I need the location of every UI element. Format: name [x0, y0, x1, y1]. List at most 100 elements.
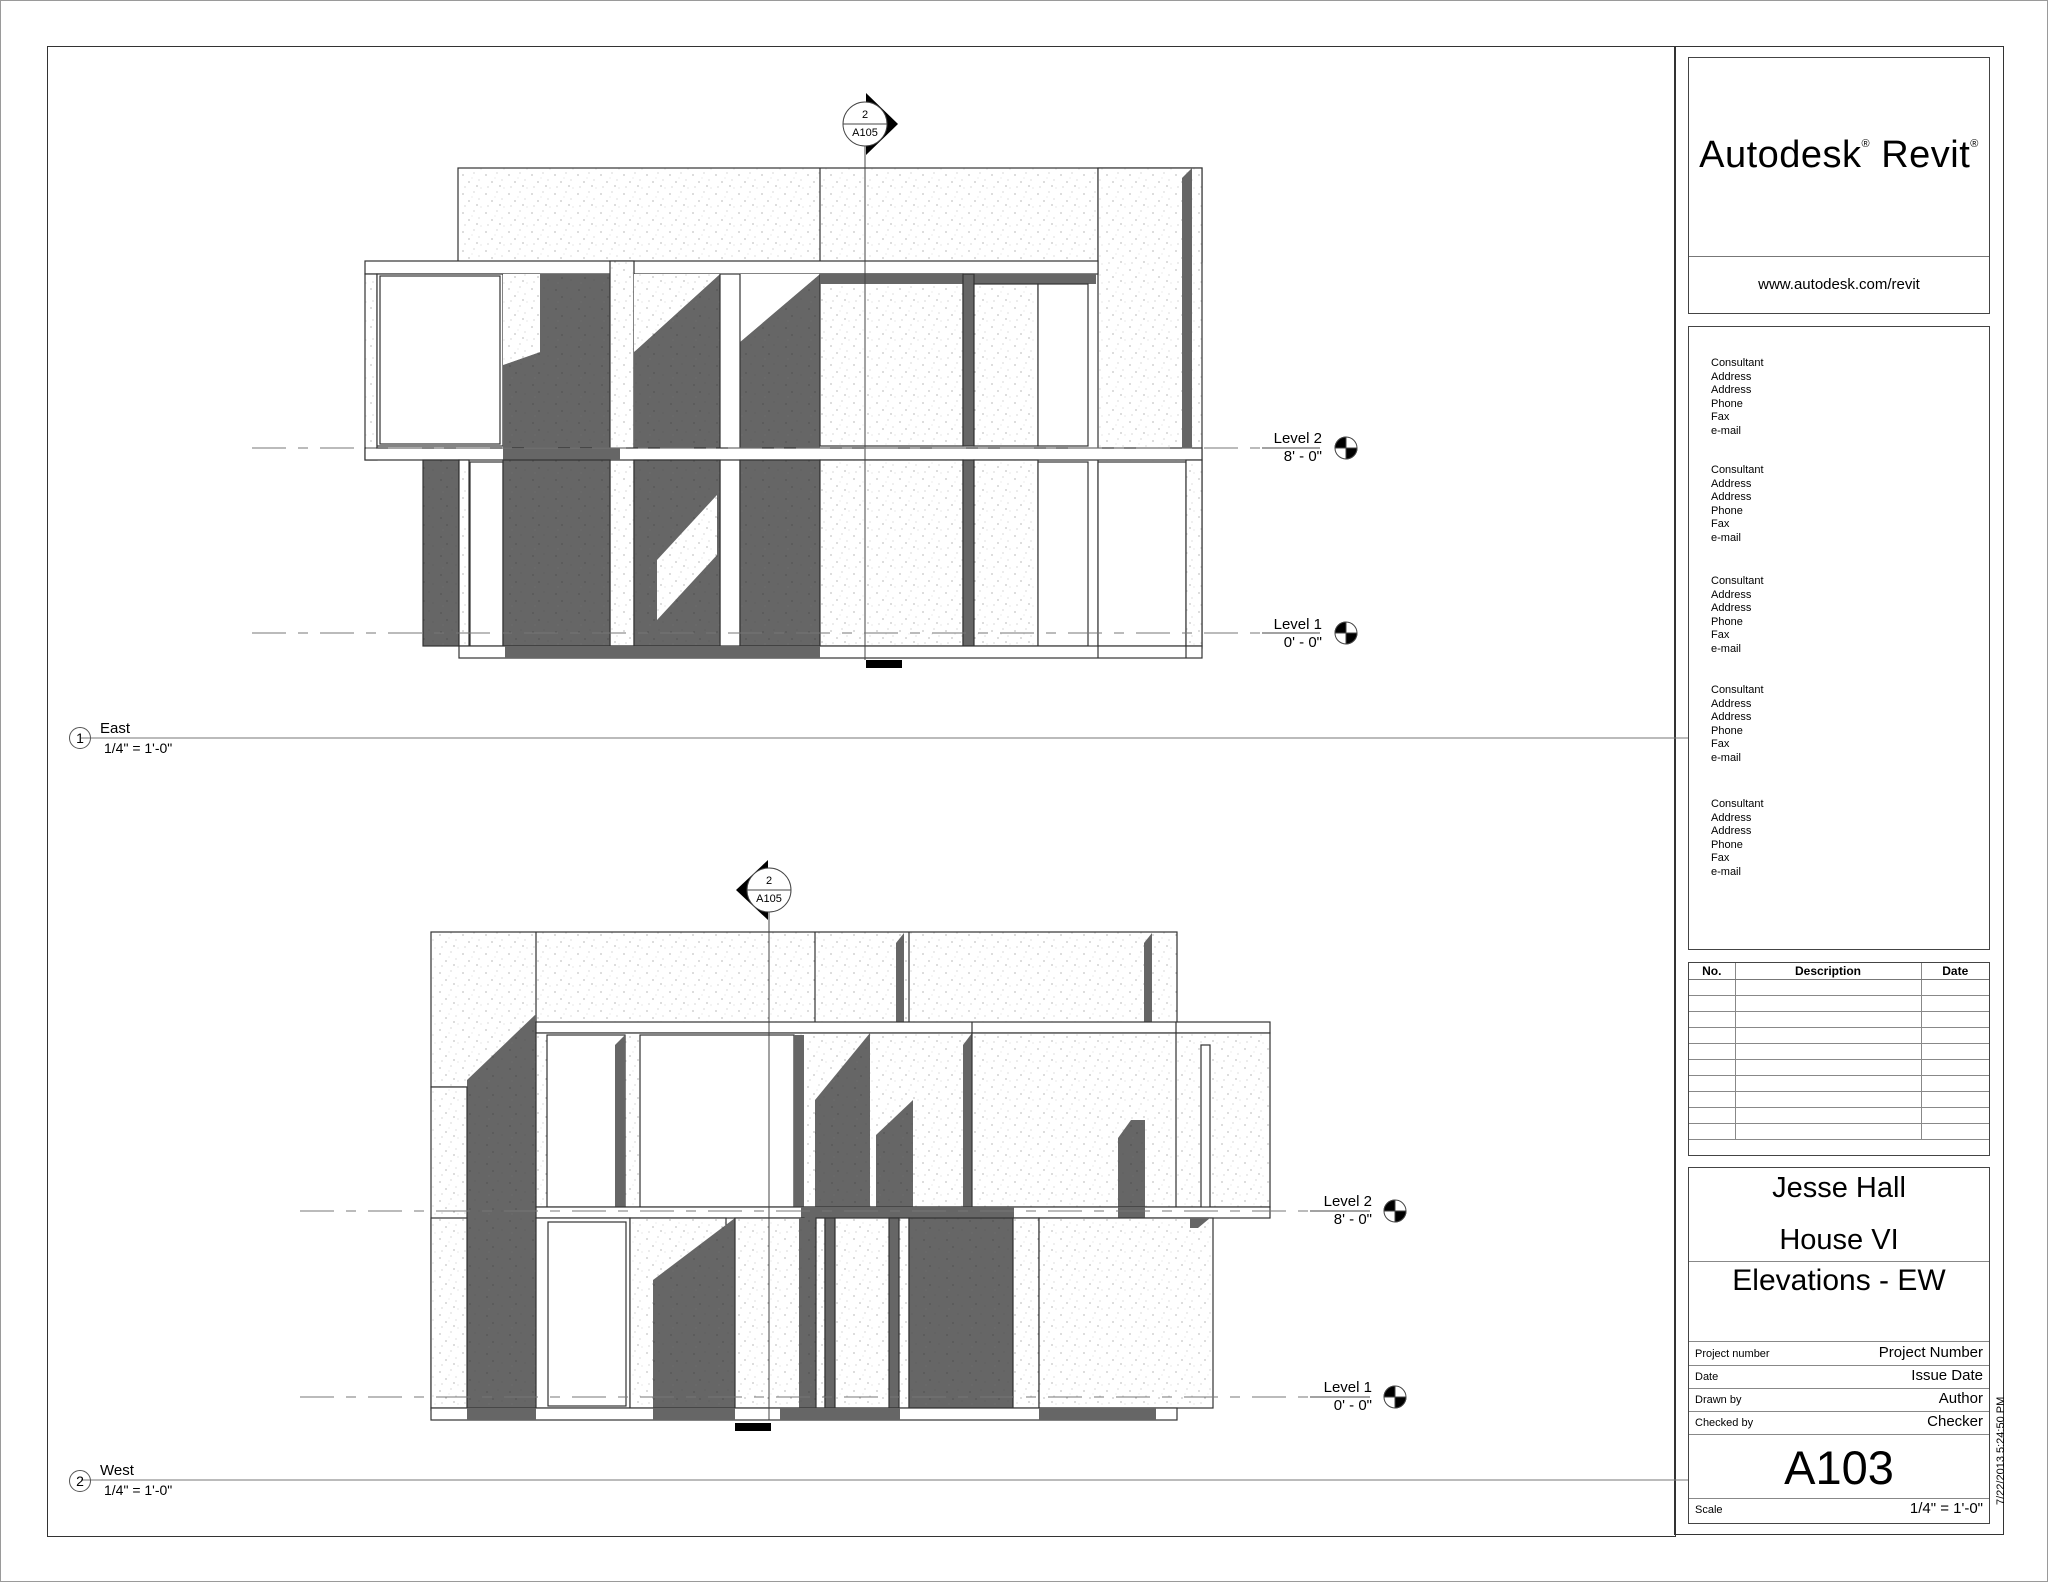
consultant-address: Address — [1711, 711, 1752, 723]
revision-description[interactable] — [1734, 979, 1921, 996]
field-value[interactable]: Issue Date — [1911, 1367, 1983, 1384]
revision-no[interactable] — [1689, 1027, 1735, 1044]
consultant-address: Address — [1711, 491, 1752, 503]
revisions-table: No. Description Date — [1689, 963, 1989, 1140]
revision-description[interactable] — [1734, 1059, 1921, 1076]
revision-date[interactable] — [1920, 1075, 1989, 1092]
revision-no[interactable] — [1689, 1011, 1735, 1028]
revision-description[interactable] — [1734, 1123, 1921, 1140]
logo-product: Revit — [1881, 134, 1971, 176]
revision-row[interactable] — [1689, 1011, 1989, 1028]
sheet-info-panel: Jesse Hall House VI Elevations - EW Proj… — [1688, 1167, 1990, 1524]
west-level-2-name[interactable]: Level 2 — [1323, 1193, 1372, 1210]
east-level-heads — [1262, 436, 1358, 645]
revision-row[interactable] — [1689, 995, 1989, 1012]
project-owner[interactable]: Jesse Hall — [1772, 1172, 1906, 1204]
field-label: Date — [1695, 1371, 1719, 1383]
consultant-address: Address — [1711, 370, 1752, 383]
west-elevation — [300, 905, 1332, 1431]
revision-date[interactable] — [1920, 1107, 1989, 1124]
field-value: 1/4" = 1'-0" — [1909, 1500, 1983, 1517]
divider — [1689, 1261, 1989, 1262]
consultant-address: Address — [1711, 825, 1752, 837]
field-value[interactable]: Author — [1938, 1390, 1983, 1407]
revision-description[interactable] — [1734, 1107, 1921, 1124]
field-value[interactable]: Checker — [1927, 1413, 1983, 1430]
west-level-1-elevation: 0' - 0" — [1333, 1397, 1372, 1414]
field-project-number[interactable]: Project number Project Number — [1689, 1342, 1989, 1365]
consultant-fax: Fax — [1711, 629, 1730, 641]
revisions-col-no: No. — [1689, 963, 1735, 980]
consultant-block-3: Consultant Address Address Phone Fax e-m… — [1711, 575, 1764, 656]
revision-date[interactable] — [1920, 1011, 1989, 1028]
field-label: Scale — [1695, 1504, 1723, 1516]
revision-no[interactable] — [1689, 1091, 1735, 1108]
revision-description[interactable] — [1734, 1043, 1921, 1060]
revision-no[interactable] — [1689, 979, 1735, 996]
revision-description[interactable] — [1734, 995, 1921, 1012]
east-level-2-name[interactable]: Level 2 — [1273, 430, 1322, 447]
consultant-name: Consultant — [1711, 684, 1764, 696]
west-view-scale: 1/4" = 1'-0" — [104, 1482, 173, 1498]
revisions-panel: No. Description Date — [1688, 962, 1990, 1156]
west-section-marker-number[interactable]: 2 — [765, 875, 773, 887]
west-level-2-elevation: 8' - 0" — [1333, 1211, 1372, 1228]
consultant-phone: Phone — [1711, 504, 1743, 517]
revision-description[interactable] — [1734, 1091, 1921, 1108]
consultant-name: Consultant — [1711, 464, 1764, 476]
field-value[interactable]: Project Number — [1878, 1344, 1983, 1361]
revision-date[interactable] — [1920, 995, 1989, 1012]
consultant-address: Address — [1711, 697, 1752, 710]
revision-date[interactable] — [1920, 1043, 1989, 1060]
sheet-name[interactable]: Elevations - EW — [1732, 1264, 1946, 1297]
east-section-marker-sheet[interactable]: A105 — [852, 127, 878, 139]
title-block-frame — [1674, 46, 2004, 1535]
logo-panel: Autodesk® Revit® www.autodesk.com/revit — [1688, 57, 1990, 314]
revision-row[interactable] — [1689, 1059, 1989, 1076]
revision-date[interactable] — [1920, 1027, 1989, 1044]
field-drawn-by[interactable]: Drawn by Author — [1689, 1388, 1989, 1411]
revision-no[interactable] — [1689, 1043, 1735, 1060]
revision-no[interactable] — [1689, 995, 1735, 1012]
logo-brand: Autodesk — [1699, 134, 1862, 176]
revision-date[interactable] — [1920, 1091, 1989, 1108]
registered-mark: ® — [1970, 138, 1979, 150]
divider — [1689, 1341, 1989, 1342]
drawing-area-border — [47, 46, 1676, 1537]
revision-no[interactable] — [1689, 1107, 1735, 1124]
west-section-marker-sheet[interactable]: A105 — [756, 893, 782, 905]
revision-date[interactable] — [1920, 1123, 1989, 1140]
consultant-block-1: Consultant Address Address Phone Fax e-m… — [1711, 357, 1764, 438]
west-view-number: 2 — [69, 1470, 91, 1492]
west-view-title[interactable]: West — [100, 1462, 134, 1479]
revision-no[interactable] — [1689, 1123, 1735, 1140]
east-view-title[interactable]: East — [100, 720, 131, 737]
revision-row[interactable] — [1689, 1043, 1989, 1060]
revision-row[interactable] — [1689, 1107, 1989, 1124]
revision-description[interactable] — [1734, 1027, 1921, 1044]
consultant-block-2: Consultant Address Address Phone Fax e-m… — [1711, 464, 1764, 545]
revision-no[interactable] — [1689, 1075, 1735, 1092]
revision-no[interactable] — [1689, 1059, 1735, 1076]
consultant-fax: Fax — [1711, 852, 1730, 864]
revision-date[interactable] — [1920, 979, 1989, 996]
consultant-address: Address — [1711, 588, 1752, 601]
consultant-email: e-mail — [1711, 865, 1741, 878]
field-date[interactable]: Date Issue Date — [1689, 1365, 1989, 1388]
revision-date[interactable] — [1920, 1059, 1989, 1076]
revision-row[interactable] — [1689, 979, 1989, 996]
field-checked-by[interactable]: Checked by Checker — [1689, 1411, 1989, 1434]
revisions-col-date: Date — [1920, 963, 1989, 980]
revision-description[interactable] — [1734, 1075, 1921, 1092]
revision-row[interactable] — [1689, 1091, 1989, 1108]
revision-row[interactable] — [1689, 1075, 1989, 1092]
revision-row[interactable] — [1689, 1123, 1989, 1140]
east-section-marker-number[interactable]: 2 — [861, 109, 869, 121]
divider — [1689, 1388, 1989, 1389]
west-level-1-name[interactable]: Level 1 — [1323, 1379, 1372, 1396]
revision-description[interactable] — [1734, 1011, 1921, 1028]
project-name[interactable]: House VI — [1779, 1224, 1899, 1256]
east-level-1-name[interactable]: Level 1 — [1273, 616, 1322, 633]
revision-row[interactable] — [1689, 1027, 1989, 1044]
sheet-number[interactable]: A103 — [1784, 1441, 1894, 1494]
